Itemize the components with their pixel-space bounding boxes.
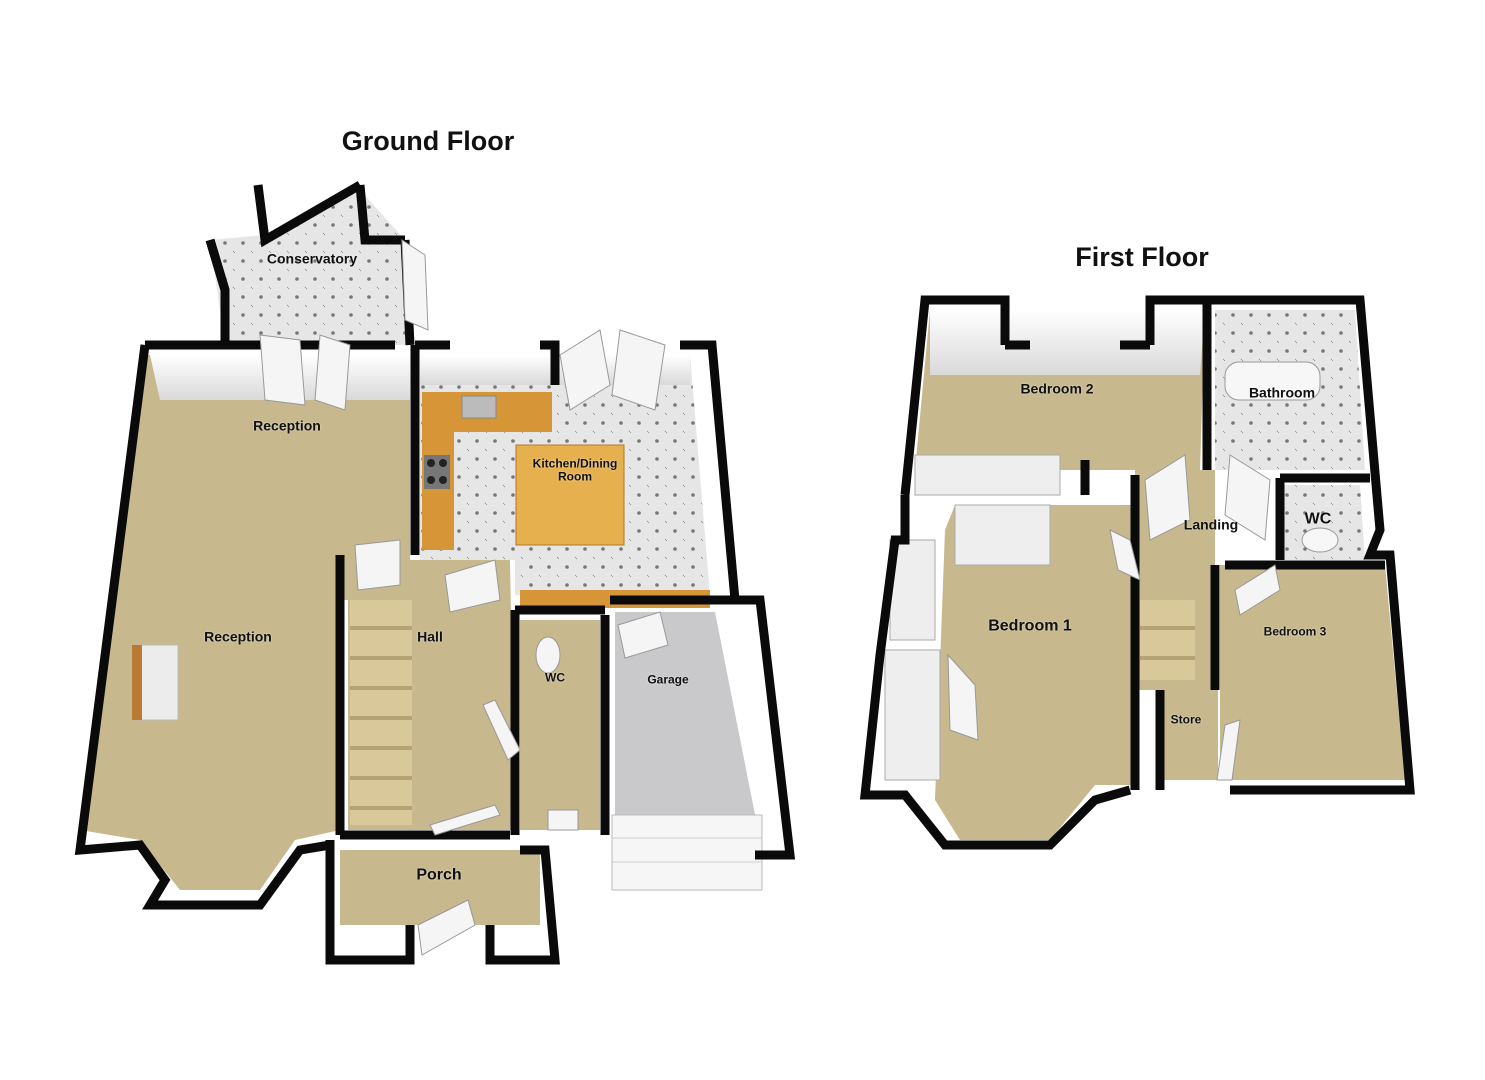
room-label-bedroom-2: Bedroom 2 [1020, 380, 1094, 397]
room-label-ground-wc: WC [545, 670, 565, 685]
garage-door [611, 814, 763, 891]
ground-floor-title: Ground Floor [341, 126, 515, 156]
porch-floor [340, 850, 540, 925]
first-stairs [1140, 600, 1195, 680]
room-label-bathroom: Bathroom [1248, 384, 1316, 401]
room-label-reception-top: Reception [253, 417, 321, 434]
store-floor [1160, 690, 1218, 780]
room-label-bedroom-3: Bedroom 3 [1263, 624, 1327, 639]
room-label-bedroom-1: Bedroom 1 [988, 617, 1072, 635]
hob [424, 455, 450, 489]
room-label-first-wc: WC [1304, 510, 1332, 528]
room-label-landing: Landing [1183, 516, 1239, 533]
ground-stairs [350, 600, 412, 825]
room-label-store: Store [1170, 712, 1202, 727]
bedroom-3-floor [1220, 565, 1405, 780]
garage-floor [615, 612, 760, 840]
ground-wc-floor [520, 620, 600, 830]
room-label-conservatory: Conservatory [266, 250, 358, 267]
room-label-garage: Garage [647, 672, 689, 687]
room-label-porch: Porch [416, 866, 462, 884]
bedroom-1-floor [935, 505, 1135, 840]
room-label-kitchen-dining: Kitchen/Dining Room [532, 456, 618, 483]
sink [461, 395, 497, 419]
room-label-reception: Reception [204, 628, 272, 645]
bath [1224, 361, 1321, 401]
kitchen-island [515, 444, 625, 546]
reception-floor [80, 355, 410, 890]
first-floor-title: First Floor [1075, 242, 1209, 272]
first-floor-plan [859, 295, 1415, 850]
fireplace [137, 644, 179, 721]
room-label-hall: Hall [417, 628, 443, 645]
first-wc-floor [1280, 485, 1365, 560]
ground-floor-plan [74, 181, 796, 965]
